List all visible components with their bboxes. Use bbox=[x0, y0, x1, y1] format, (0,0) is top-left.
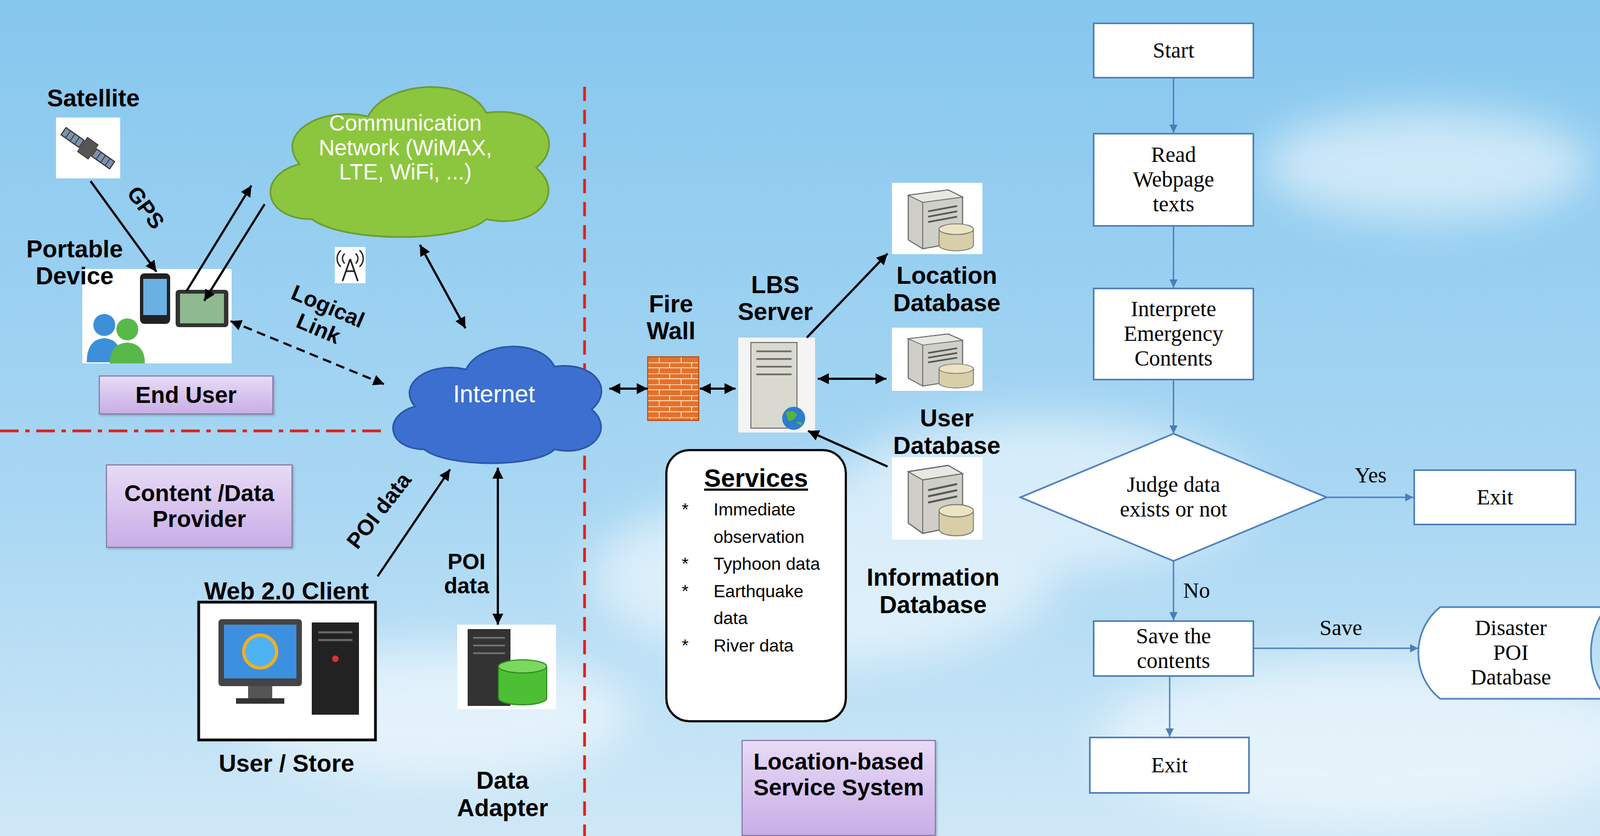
exit-box: Exit bbox=[1088, 736, 1250, 794]
bullet-mark: * bbox=[681, 550, 689, 578]
node-text: Services bbox=[704, 463, 808, 493]
adapter-icon: Data Adapter bbox=[448, 624, 557, 824]
connector bbox=[817, 377, 887, 380]
node-text: Read Webpage texts bbox=[1113, 142, 1234, 217]
connector bbox=[1172, 78, 1175, 133]
edge-label: POI data bbox=[439, 549, 494, 598]
database-icon: Location Database bbox=[883, 181, 1010, 319]
database-icon: User Database bbox=[883, 326, 1010, 462]
node-text: Start bbox=[1152, 38, 1195, 64]
node-text: Location-based Service System bbox=[744, 748, 933, 801]
connector bbox=[1326, 496, 1414, 499]
node-text: Internet bbox=[452, 380, 535, 408]
connector bbox=[1254, 647, 1419, 650]
exit-box: Exit bbox=[1413, 469, 1577, 526]
decision-diamond: Judge data exists or not bbox=[1020, 433, 1327, 561]
node-text: Communication Network (WiMAX, LTE, WiFi,… bbox=[315, 110, 497, 185]
connector bbox=[419, 244, 466, 329]
edge-label: Yes bbox=[1354, 463, 1387, 488]
edge-label: Save bbox=[1319, 615, 1363, 640]
node-text: Immediate observation bbox=[713, 496, 834, 551]
node-text: Location Database bbox=[886, 261, 1007, 317]
node-text: Judge data exists or not bbox=[1102, 472, 1245, 522]
bullet-mark: * bbox=[681, 496, 689, 524]
firewall-icon: Fire Wall bbox=[636, 288, 706, 423]
start-box: Start bbox=[1092, 22, 1255, 79]
node-text: Satellite bbox=[47, 84, 140, 112]
connector bbox=[496, 467, 499, 625]
node-text: User / Store bbox=[219, 749, 355, 777]
edge-label: GPS bbox=[122, 181, 170, 234]
node-text: LBS Server bbox=[733, 271, 818, 326]
satellite-icon: Satellite bbox=[27, 82, 160, 182]
portable-device: Portable Device bbox=[16, 233, 231, 366]
node-text: Web 2.0 Client bbox=[204, 577, 369, 605]
edge-label: POI data bbox=[341, 468, 417, 554]
connector bbox=[699, 387, 736, 390]
node-text: Exit bbox=[1151, 753, 1188, 778]
node-text: River data bbox=[713, 632, 794, 660]
process-box: Read Webpage texts bbox=[1092, 132, 1255, 227]
edge-label: No bbox=[1183, 578, 1211, 603]
node-text: User Database bbox=[886, 404, 1007, 459]
role-box: Content /Data Provider bbox=[105, 464, 293, 548]
node-text: End User bbox=[135, 382, 237, 408]
client-icon: Web 2.0 ClientUser / Store bbox=[193, 576, 380, 777]
connector bbox=[1172, 560, 1175, 621]
server-icon: LBS Server bbox=[730, 268, 821, 434]
internet-cloud: Internet bbox=[377, 326, 611, 470]
services-box: ServicesImmediate observationTyphoon dat… bbox=[665, 448, 847, 723]
node-text: Data Adapter bbox=[452, 766, 553, 822]
connector bbox=[204, 204, 265, 301]
connector bbox=[1172, 380, 1175, 434]
node-text: Information Database bbox=[856, 563, 1010, 619]
process-box: Interprete Emergency Contents bbox=[1092, 287, 1255, 381]
node-text: Typhoon data bbox=[713, 550, 821, 578]
node-text: Interprete Emergency Contents bbox=[1113, 296, 1234, 371]
bullet-mark: * bbox=[681, 577, 689, 606]
node-text: Portable Device bbox=[19, 235, 130, 290]
connector bbox=[609, 387, 648, 390]
node-text: Exit bbox=[1476, 485, 1514, 510]
connector bbox=[1169, 676, 1171, 737]
role-box: End User bbox=[98, 375, 274, 415]
connector bbox=[1172, 226, 1175, 288]
system-box: Location-based Service System bbox=[741, 739, 936, 836]
database-store: Disaster POI Database bbox=[1418, 607, 1600, 699]
node-text: Fire Wall bbox=[640, 290, 703, 345]
edge-label: Logical Link bbox=[271, 276, 376, 358]
process-box: Save the contents bbox=[1092, 620, 1255, 677]
connector bbox=[806, 253, 888, 338]
database-icon: Information Database bbox=[853, 455, 1013, 621]
bullet-mark: * bbox=[681, 632, 689, 660]
node-text: Earthquake data bbox=[713, 577, 834, 633]
node-text: Disaster POI Database bbox=[1458, 615, 1564, 690]
network-cloud: Communication Network (WiMAX, LTE, WiFi,… bbox=[249, 61, 561, 245]
node-text: Save the contents bbox=[1113, 624, 1234, 674]
node-text: Content /Data Provider bbox=[111, 480, 288, 532]
